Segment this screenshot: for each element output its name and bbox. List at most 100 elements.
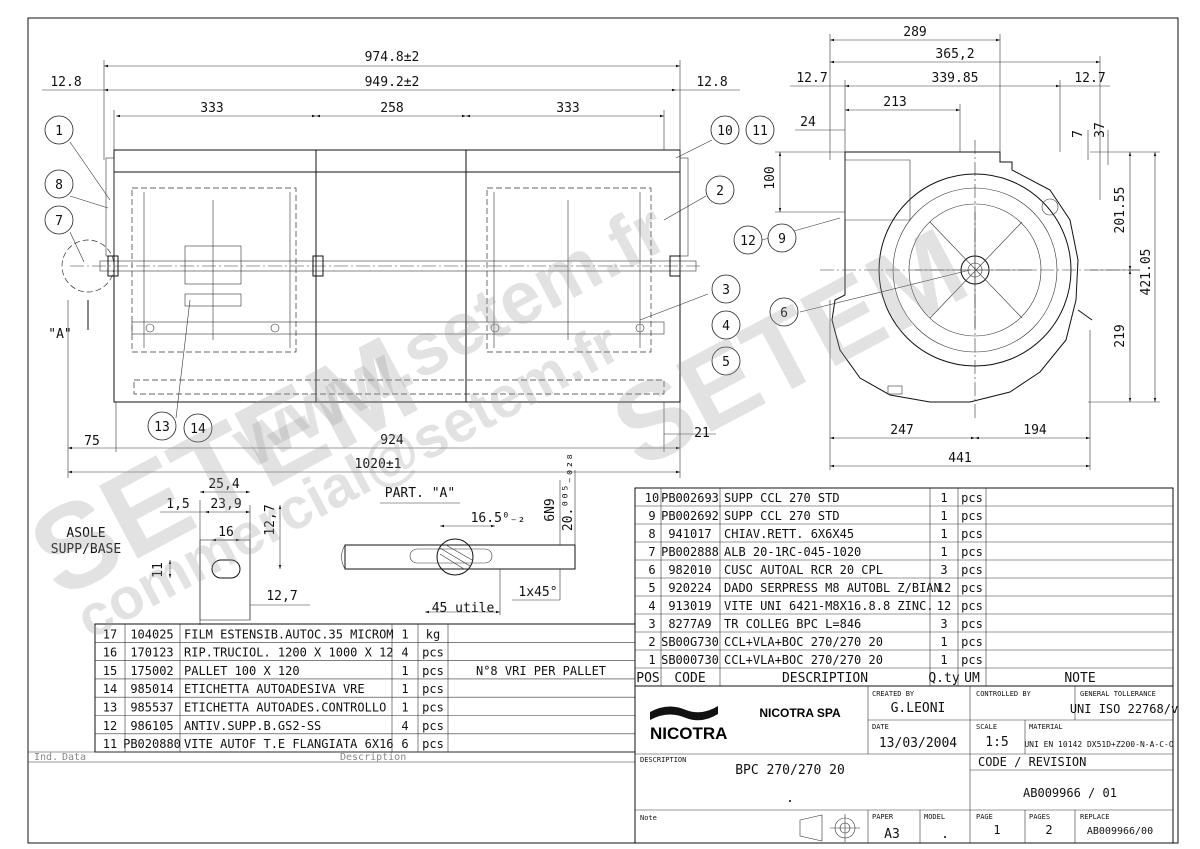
bom-lower-note-cell: N°8 VRI PER PALLET xyxy=(476,664,606,678)
bom-upper-header-code: CODE xyxy=(674,671,705,686)
bom-upper-desc-cell: CUSC AUTOAL RCR 20 CPL xyxy=(724,563,883,577)
dim-45-utile: 45 utile xyxy=(432,601,495,616)
dim-201: 201.55 xyxy=(1113,187,1128,234)
bom-upper-desc-cell: CHIAV.RETT. 6X6X45 xyxy=(724,527,854,541)
note-label: Note xyxy=(640,814,657,822)
balloon-5: 5 xyxy=(722,355,730,370)
balloon-8: 8 xyxy=(55,178,63,193)
bom-lower-code-cell: 170123 xyxy=(130,646,173,660)
balloon-9: 9 xyxy=(778,232,786,247)
bom-lower-qty-cell: 4 xyxy=(401,719,408,733)
bom-upper-code-cell: PB002888 xyxy=(661,545,719,559)
bom-upper-qty-cell: 12 xyxy=(937,599,951,613)
bom-lower-code-cell: 985537 xyxy=(130,701,173,715)
bom-upper-pos-cell: 1 xyxy=(648,653,655,667)
bom-lower-qty-cell: 1 xyxy=(401,701,408,715)
dim-289: 289 xyxy=(903,25,926,40)
bom-upper-desc-cell: CCL+VLA+BOC 270/270 20 xyxy=(724,635,883,649)
dim-12-8-right: 12.8 xyxy=(696,75,727,90)
front-view xyxy=(61,149,700,403)
bom-upper-desc-cell: TR COLLEG BPC L=846 xyxy=(724,617,861,631)
bom-lower-qty-cell: 1 xyxy=(401,682,408,696)
side-dimensions: 289 365,2 12.7 339.85 12.7 213 24 7 37 1… xyxy=(763,25,1160,470)
bom-upper-header-pos: POS xyxy=(636,671,659,686)
bom-upper-pos-cell: 4 xyxy=(648,599,655,613)
created-by-label: CREATED BY xyxy=(872,690,915,698)
model: . xyxy=(941,827,949,842)
bom-upper-um-cell: pcs xyxy=(961,491,983,505)
page: 1 xyxy=(993,823,1000,837)
dim-11: 11 xyxy=(151,562,166,578)
slot-detail: ASOLE SUPP/BASE 25,4 1,5 23,9 16 11 12,7… xyxy=(51,477,310,625)
balloon-7: 7 xyxy=(55,214,63,229)
dim-7: 7 xyxy=(1071,130,1086,138)
description: BPC 270/270 20 xyxy=(735,763,845,778)
replace-label: REPLACE xyxy=(1080,813,1110,821)
dim-12-8-left: 12.8 xyxy=(50,75,81,90)
bom-lower-desc-cell: ANTIV.SUPP.B.GS2-SS xyxy=(184,719,321,733)
dim-25-4: 25,4 xyxy=(208,477,239,492)
bom-upper-code-cell: PB002692 xyxy=(661,509,719,523)
bom-lower-pos-cell: 15 xyxy=(103,664,117,678)
balloon-14: 14 xyxy=(190,422,206,437)
bom-upper-qty-cell: 3 xyxy=(940,563,947,577)
tolerance-label: GENERAL TOLLERANCE xyxy=(1080,690,1156,698)
bom-lower-desc-cell: VITE AUTOF T.E FLANGIATA 6X16 xyxy=(184,737,394,751)
balloon-10: 10 xyxy=(717,124,733,139)
bom-lower-um-cell: pcs xyxy=(422,701,444,715)
bom-lower-desc-cell: FILM ESTENSIB.AUTOC.35 MICROM xyxy=(184,627,394,641)
bom-upper-qty-cell: 1 xyxy=(940,545,947,559)
projection-symbol-icon xyxy=(799,814,860,842)
bom-upper-pos-cell: 7 xyxy=(648,545,655,559)
bom-upper-desc-cell: SUPP CCL 270 STD xyxy=(724,509,840,523)
dim-339: 339.85 xyxy=(932,71,979,86)
description-2: . xyxy=(786,791,794,806)
bom-upper-pos-cell: 8 xyxy=(648,527,655,541)
balloon-3: 3 xyxy=(722,283,730,298)
footer-date: Data xyxy=(62,752,86,763)
dim-333-b: 333 xyxy=(556,101,579,116)
dim-441: 441 xyxy=(948,451,971,466)
bom-upper-desc-cell: ALB 20-1RC-045-1020 xyxy=(724,545,861,559)
bom-upper-um-cell: pcs xyxy=(961,599,983,613)
dim-12-7-v: 12,7 xyxy=(263,504,278,535)
material-label: MATERIAL xyxy=(1029,723,1063,731)
bom-upper-code-cell: 913019 xyxy=(668,599,711,613)
bom-upper-um-cell: pcs xyxy=(961,581,983,595)
bom-upper-desc-cell: SUPP CCL 270 STD xyxy=(724,491,840,505)
model-label: MODEL xyxy=(924,813,945,821)
balloon-12: 12 xyxy=(740,234,756,249)
bom-lower-um-cell: pcs xyxy=(422,682,444,696)
bom-lower-code-cell: 175002 xyxy=(130,664,173,678)
bom-upper-qty-cell: 1 xyxy=(940,653,947,667)
bom-upper-um-cell: pcs xyxy=(961,635,983,649)
dim-333-a: 333 xyxy=(200,101,223,116)
dim-37: 37 xyxy=(1093,122,1108,138)
dim-16-5: 16.5⁰₋₂ xyxy=(471,511,526,526)
bom-upper-qty-cell: 3 xyxy=(940,617,947,631)
bom-upper-qty-cell: 12 xyxy=(937,581,951,595)
replace: AB009966/00 xyxy=(1087,826,1153,837)
bom-upper-um-cell: pcs xyxy=(961,545,983,559)
page-label: PAGE xyxy=(976,813,993,821)
bom-lower-code-cell: 985014 xyxy=(130,682,173,696)
dim-213: 213 xyxy=(883,95,906,110)
bom-lower-desc-cell: RIP.TRUCIOL. 1200 X 1000 X 12 xyxy=(184,646,394,660)
pages: 2 xyxy=(1045,823,1052,837)
drawing-border xyxy=(27,17,1179,844)
dim-12-7-h: 12,7 xyxy=(266,589,297,604)
bom-lower-pos-cell: 12 xyxy=(103,719,117,733)
paper-label: PAPER xyxy=(872,813,894,821)
dim-12-7-right: 12.7 xyxy=(1074,71,1105,86)
bom-upper-pos-cell: 2 xyxy=(648,635,655,649)
bom-lower-qty-cell: 1 xyxy=(401,627,408,641)
dim-1020: 1020±1 xyxy=(355,457,402,472)
footer-desc: Description xyxy=(340,752,406,763)
dim-974: 974.8±2 xyxy=(365,50,420,65)
paper: A3 xyxy=(884,827,900,842)
bom-upper-qty-cell: 1 xyxy=(940,509,947,523)
nicotra-logo xyxy=(650,706,718,721)
bom-lower-code-cell: 986105 xyxy=(130,719,173,733)
tolerance: UNI ISO 22768/v xyxy=(1070,702,1178,716)
